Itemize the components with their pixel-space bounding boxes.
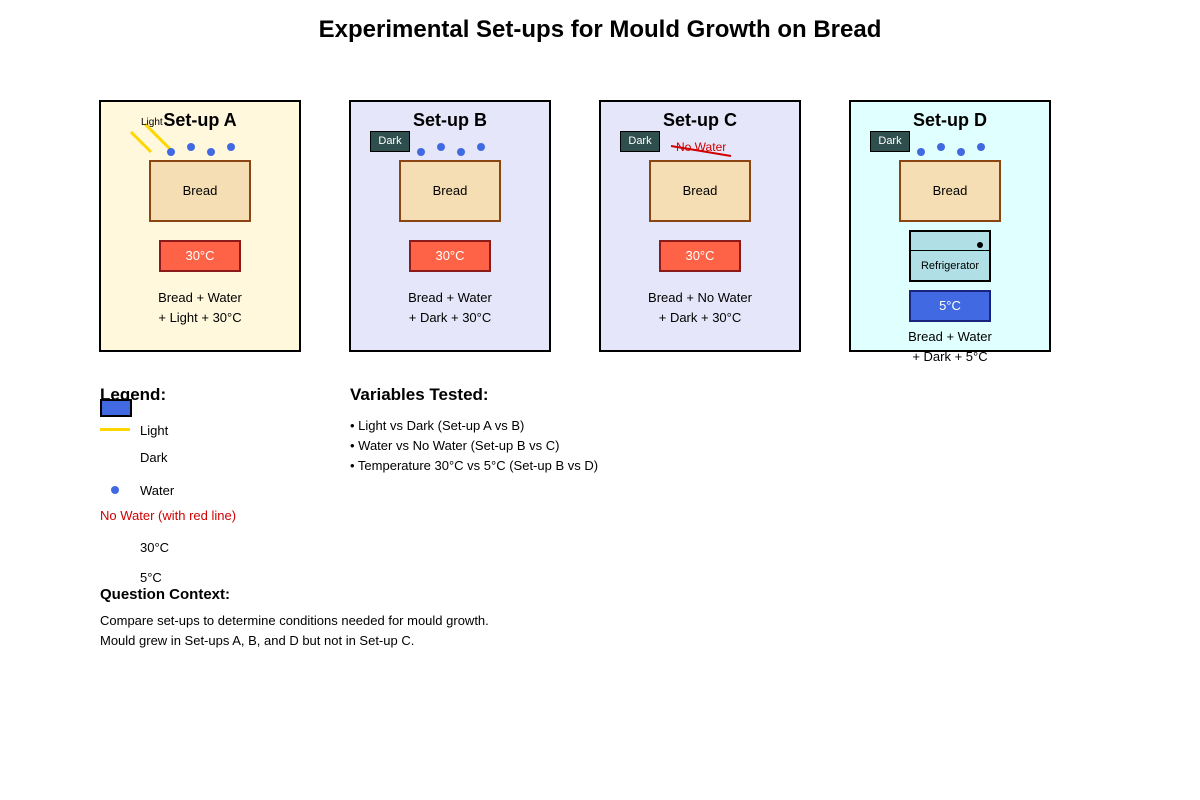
water-drop-icon <box>477 143 485 151</box>
setup-a-light-label: Light <box>141 117 163 128</box>
setup-b-dark-label: Dark <box>370 131 410 152</box>
legend-cold-label: 5°C <box>140 570 162 585</box>
setup-d-caption-line2: + Dark + 5°C <box>912 349 988 364</box>
legend-light-line-icon <box>100 428 130 431</box>
water-drop-icon <box>917 148 925 156</box>
setup-b-caption-line1: Bread + Water <box>408 290 492 305</box>
water-drop-icon <box>187 143 195 151</box>
setup-b-caption-line2: + Dark + 30°C <box>408 310 492 325</box>
setup-c-caption-line1: Bread + No Water <box>648 290 752 305</box>
setup-c-bread: Bread <box>649 160 751 222</box>
legend-water-label: Water <box>140 483 175 498</box>
setup-c-temperature: 30°C <box>659 240 741 272</box>
setup-a-title: Set-up A <box>163 110 237 130</box>
setup-b-panel: Set-up B Dark Bread 30°C Bread + Water +… <box>349 100 551 352</box>
water-drop-icon <box>457 148 465 156</box>
context-line1: Compare set-ups to determine conditions … <box>100 613 489 628</box>
variables-heading: Variables Tested: <box>350 385 489 404</box>
variable-item: • Temperature 30°C vs 5°C (Set-up B vs D… <box>350 458 599 473</box>
refrigerator-icon: Refrigerator <box>909 230 991 282</box>
water-drop-icon <box>937 143 945 151</box>
setup-b-bread: Bread <box>399 160 501 222</box>
setup-d-caption-line1: Bread + Water <box>908 329 992 344</box>
setup-b-title: Set-up B <box>413 110 487 130</box>
setup-a-bread: Bread <box>149 160 251 222</box>
setup-d-bread: Bread <box>899 160 1001 222</box>
setup-d-title: Set-up D <box>913 110 987 130</box>
water-drop-icon <box>437 143 445 151</box>
context-line2: Mould grew in Set-ups A, B, and D but no… <box>100 633 415 648</box>
water-drop-icon <box>227 143 235 151</box>
setup-c-panel: Set-up C Dark No Water Bread 30°C Bread … <box>599 100 801 352</box>
water-drop-icon <box>977 143 985 151</box>
setup-a-temperature: 30°C <box>159 240 241 272</box>
legend-light-label: Light <box>140 423 169 438</box>
setup-c-caption-line2: + Dark + 30°C <box>658 310 742 325</box>
legend-dark-label: Dark <box>140 450 168 465</box>
legend-blue-swatch <box>100 399 132 417</box>
light-rays-icon <box>129 122 173 154</box>
setup-a-panel: Set-up A Light Bread 30°C Bread + Water … <box>99 100 301 352</box>
setup-b-temperature: 30°C <box>409 240 491 272</box>
context-heading: Question Context: <box>100 586 230 603</box>
legend-hot-label: 30°C <box>140 540 170 555</box>
water-drop-icon <box>957 148 965 156</box>
setup-d-dark-label: Dark <box>870 131 910 152</box>
legend-no-water-label: No Water (with red line) <box>100 508 237 523</box>
water-drop-icon <box>167 148 175 156</box>
setup-c-dark-label: Dark <box>620 131 660 152</box>
refrigerator-handle <box>977 242 983 248</box>
setup-a-caption-line2: + Light + 30°C <box>158 310 242 325</box>
setup-a-caption-line1: Bread + Water <box>158 290 242 305</box>
setup-d-panel: Set-up D Dark Bread Refrigerator 5°C Bre… <box>849 100 1051 364</box>
no-water-strike-line <box>670 145 732 157</box>
setup-c-title: Set-up C <box>663 110 737 130</box>
legend-water-drop-icon <box>111 486 119 494</box>
setup-d-temperature: 5°C <box>909 290 991 322</box>
setup-d-refrigerator-label: Refrigerator <box>920 260 980 272</box>
variable-item: • Light vs Dark (Set-up A vs B) <box>350 418 525 433</box>
page-title: Experimental Set-ups for Mould Growth on… <box>318 16 882 43</box>
refrigerator-door-line <box>911 250 989 251</box>
variable-item: • Water vs No Water (Set-up B vs C) <box>350 438 560 453</box>
water-drop-icon <box>417 148 425 156</box>
water-drop-icon <box>207 148 215 156</box>
setup-c-no-water-label: No Water <box>676 140 727 154</box>
